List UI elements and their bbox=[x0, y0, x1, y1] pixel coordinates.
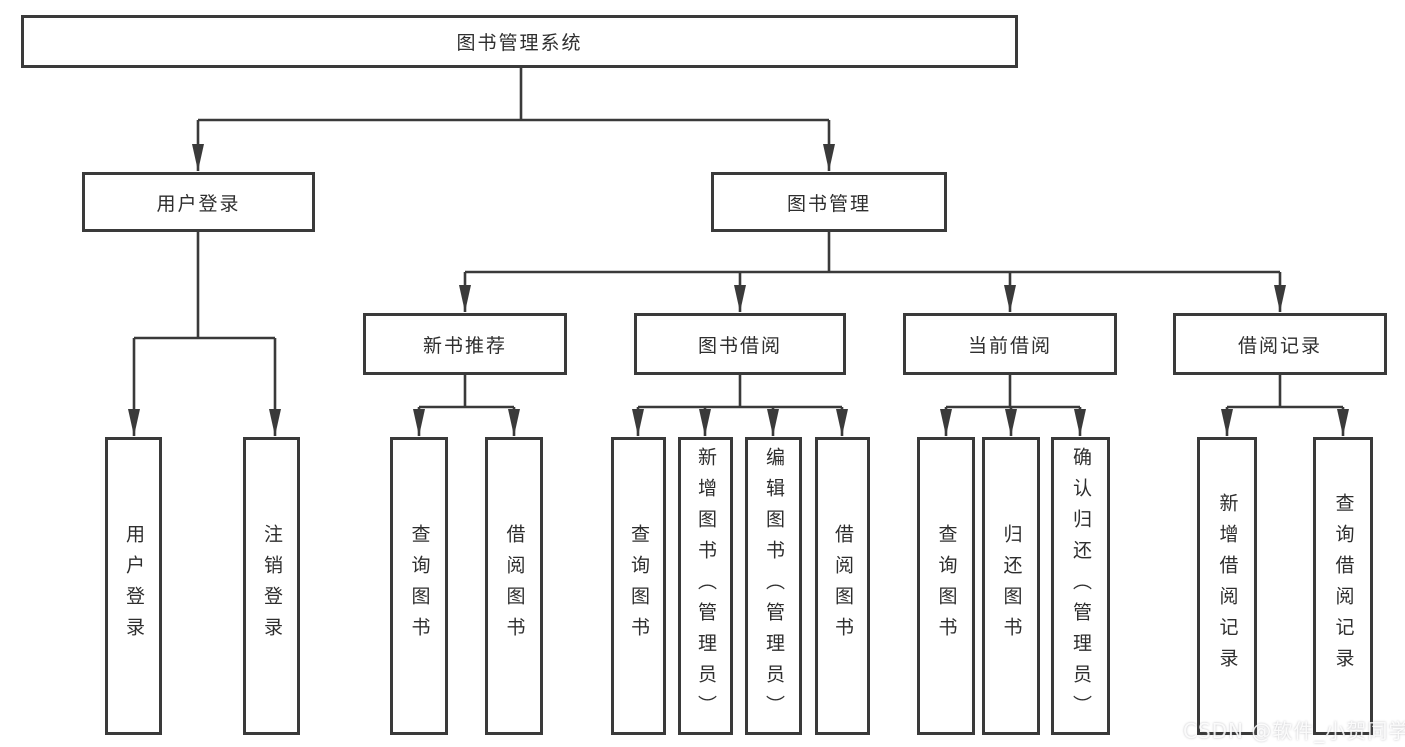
node-new-book-recommend: 新书推荐 bbox=[363, 313, 567, 375]
node-label: 借阅记录 bbox=[1237, 334, 1322, 357]
leaf-label: 查询图书 bbox=[628, 524, 650, 648]
node-book-borrowing: 图书借阅 bbox=[634, 313, 846, 375]
leaf-logout: 注销登录 bbox=[243, 437, 300, 735]
leaf-bb-borrow-books: 借阅图书 bbox=[815, 437, 870, 735]
leaf-bb-edit-books-admin: 编辑图书（管理员） bbox=[745, 437, 802, 735]
node-label: 图书管理 bbox=[786, 192, 871, 215]
leaf-bb-add-books-admin: 新增图书（管理员） bbox=[678, 437, 733, 735]
csdn-watermark: CSDN @软件_小贺同学 bbox=[1183, 719, 1405, 743]
node-current-borrowing: 当前借阅 bbox=[903, 313, 1117, 375]
leaf-label: 确认归还（管理员） bbox=[1070, 446, 1092, 726]
leaf-label: 编辑图书（管理员） bbox=[763, 446, 785, 726]
leaf-nb-query-books: 查询图书 bbox=[390, 437, 448, 735]
leaf-user-login-action: 用户登录 bbox=[105, 437, 162, 735]
leaf-br-query-record: 查询借阅记录 bbox=[1313, 437, 1373, 735]
leaf-bb-query-books: 查询图书 bbox=[611, 437, 666, 735]
node-borrowing-records: 借阅记录 bbox=[1173, 313, 1387, 375]
node-label: 当前借阅 bbox=[967, 334, 1052, 357]
node-root-system: 图书管理系统 bbox=[21, 15, 1018, 68]
leaf-label: 借阅图书 bbox=[832, 524, 854, 648]
node-book-management: 图书管理 bbox=[711, 172, 947, 232]
leaf-nb-borrow-books: 借阅图书 bbox=[485, 437, 543, 735]
leaf-label: 用户登录 bbox=[123, 524, 145, 648]
leaf-label: 查询借阅记录 bbox=[1332, 493, 1355, 679]
leaf-cb-return-books: 归还图书 bbox=[982, 437, 1040, 735]
leaf-cb-query-books: 查询图书 bbox=[917, 437, 975, 735]
leaf-label: 归还图书 bbox=[1000, 524, 1023, 648]
leaf-label: 查询图书 bbox=[408, 524, 431, 648]
node-user-login: 用户登录 bbox=[82, 172, 315, 232]
leaf-label: 新增借阅记录 bbox=[1216, 493, 1239, 679]
leaf-cb-confirm-return-admin: 确认归还（管理员） bbox=[1051, 437, 1110, 735]
node-label: 图书管理系统 bbox=[456, 32, 583, 54]
leaf-br-add-record: 新增借阅记录 bbox=[1197, 437, 1257, 735]
leaf-label: 新增图书（管理员） bbox=[695, 446, 717, 726]
leaf-label: 注销登录 bbox=[261, 524, 283, 648]
leaf-label: 借阅图书 bbox=[503, 524, 526, 648]
node-label: 用户登录 bbox=[156, 192, 241, 215]
node-label: 新书推荐 bbox=[422, 334, 507, 357]
leaf-label: 查询图书 bbox=[935, 524, 958, 648]
node-label: 图书借阅 bbox=[697, 334, 782, 357]
